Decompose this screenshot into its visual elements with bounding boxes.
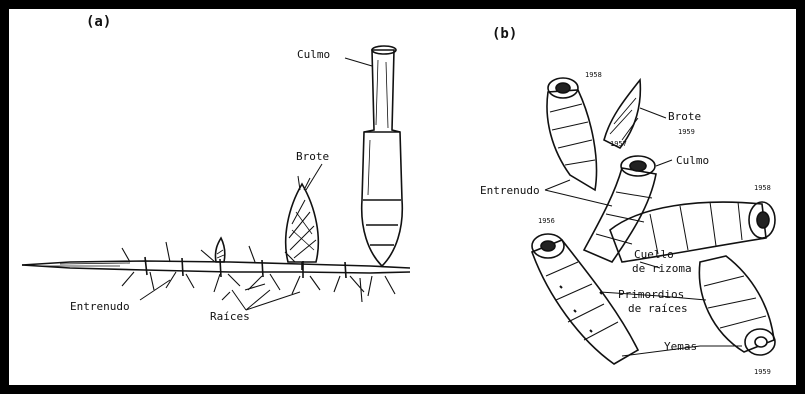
label-yemas: Yemas bbox=[664, 340, 697, 353]
label-entrenudo-b: Entrenudo bbox=[480, 184, 540, 197]
label-year-1956: 1956 bbox=[538, 217, 555, 225]
rhizome-segment-1959-bottom bbox=[699, 256, 775, 355]
panel-b bbox=[532, 78, 775, 364]
rhizome-segment-1957 bbox=[584, 156, 656, 262]
label-culmo-b: Culmo bbox=[676, 154, 709, 167]
label-brote-b: Brote bbox=[668, 110, 701, 123]
panel-a bbox=[22, 46, 410, 302]
label-primordios-line2: de raíces bbox=[628, 302, 688, 315]
rhizome-segment-1958-top bbox=[547, 78, 597, 190]
label-entrenudo-a: Entrenudo bbox=[70, 300, 130, 313]
label-year-1959-bottom: 1959 bbox=[754, 368, 771, 376]
label-culmo-a: Culmo bbox=[297, 48, 330, 61]
culm-a bbox=[362, 46, 403, 266]
label-raices-a: Raíces bbox=[210, 310, 250, 323]
label-year-1957: 1957 bbox=[610, 140, 627, 148]
small-shoot-a bbox=[215, 238, 224, 262]
label-cuello-line2: de rizoma bbox=[632, 262, 692, 275]
labels: (a) Culmo Brote Entrenudo Raíces (b) 195… bbox=[70, 14, 771, 376]
label-primordios-line1: Primordios bbox=[618, 288, 684, 301]
label-cuello-line1: Cuello bbox=[634, 248, 674, 261]
label-brote-a: Brote bbox=[296, 150, 329, 163]
label-year-1959-top: 1959 bbox=[678, 128, 695, 136]
label-year-1958-right: 1958 bbox=[754, 184, 771, 192]
shoot-brote-a bbox=[286, 176, 319, 270]
panel-a-label: (a) bbox=[86, 14, 111, 30]
shoot-brote-b bbox=[604, 80, 640, 148]
panel-b-label: (b) bbox=[492, 26, 517, 42]
label-year-1958-top: 1958 bbox=[585, 71, 602, 79]
